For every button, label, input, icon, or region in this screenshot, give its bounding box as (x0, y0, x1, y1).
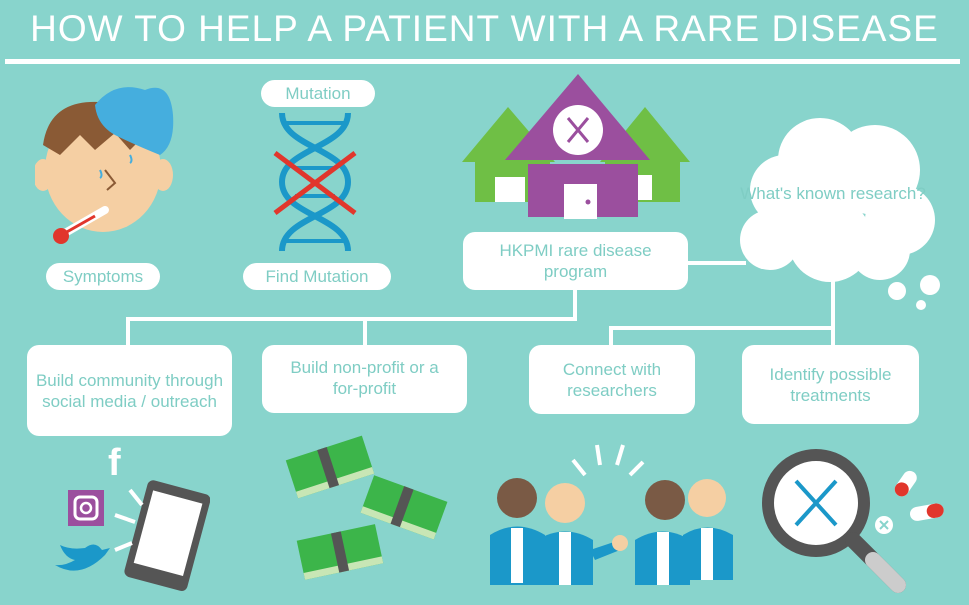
connector-line (573, 288, 577, 321)
svg-text:f: f (108, 442, 121, 484)
mutation-label: Mutation (261, 80, 375, 107)
connector-line (831, 275, 835, 347)
symptoms-label: Symptoms (46, 263, 160, 290)
thought-cloud-icon (740, 118, 940, 310)
step-connect-researchers: Connect with researchers (529, 345, 695, 414)
researchers-handshake-icon (490, 444, 733, 585)
hospital-buildings-icon (462, 74, 690, 219)
social-media-phone-icon: f (55, 442, 210, 592)
step-identify-treatments: Identify possible treatments (742, 345, 919, 424)
cloud-question: What's known research? (740, 184, 926, 203)
step-build-community: Build community through social media / o… (27, 345, 232, 436)
connector-line (363, 317, 367, 347)
money-stacks-icon (285, 435, 448, 580)
connector-line (609, 326, 835, 330)
page-title: HOW TO HELP A PATIENT WITH A RARE DISEAS… (30, 8, 939, 49)
find-mutation-label: Find Mutation (243, 263, 391, 290)
connector-line (126, 317, 130, 347)
title-divider (5, 59, 960, 64)
step-build-nonprofit: Build non-profit or a for-profit (262, 345, 467, 413)
program-box: HKPMI rare disease program (463, 232, 688, 290)
sick-patient-icon (35, 87, 174, 244)
connector-line (686, 261, 746, 265)
connector-line (126, 317, 577, 321)
magnifier-dna-icon (762, 449, 944, 593)
dna-crossed-icon (273, 113, 357, 251)
connector-line (609, 326, 613, 347)
